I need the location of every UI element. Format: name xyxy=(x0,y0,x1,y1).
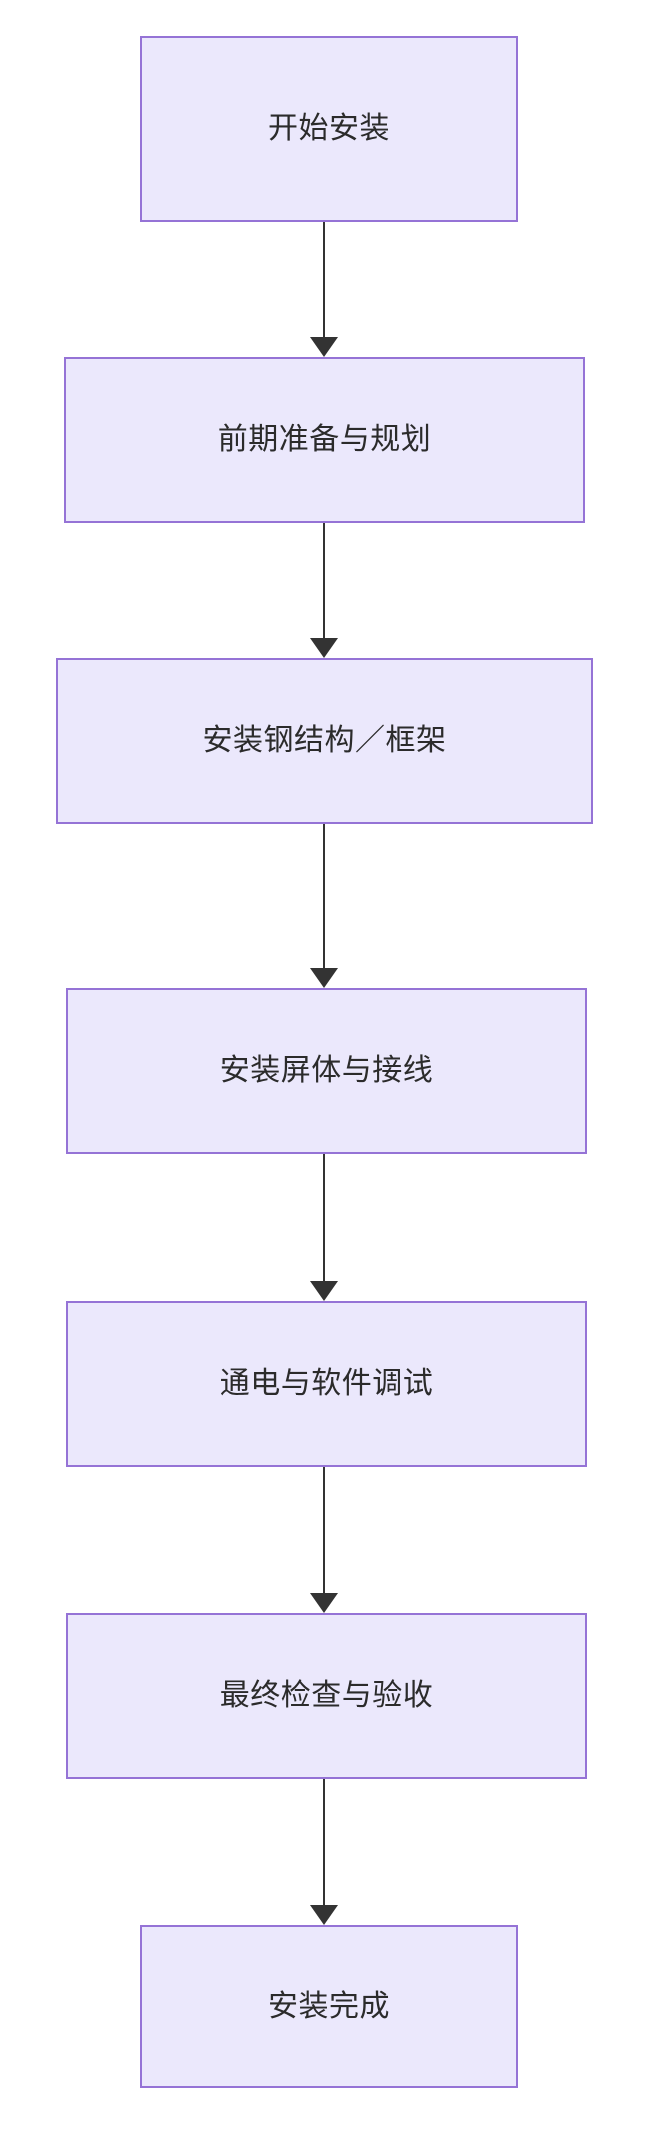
edge-line xyxy=(323,1154,325,1283)
edge-line xyxy=(323,1467,325,1595)
flow-edge-n5-n6 xyxy=(308,1467,340,1613)
flow-node-preparation-planning[interactable]: 前期准备与规划 xyxy=(64,357,585,523)
arrowhead-icon xyxy=(310,1593,338,1613)
arrowhead-icon xyxy=(310,638,338,658)
flow-node-steel-structure-frame[interactable]: 安装钢结构／框架 xyxy=(56,658,593,824)
flow-node-final-inspection-acceptance[interactable]: 最终检查与验收 xyxy=(66,1613,587,1779)
flow-edge-n6-n7 xyxy=(308,1779,340,1925)
flow-node-label: 前期准备与规划 xyxy=(217,423,432,457)
flow-node-label: 通电与软件调试 xyxy=(219,1367,434,1401)
flow-node-install-complete[interactable]: 安装完成 xyxy=(140,1925,518,2088)
flow-edge-n4-n5 xyxy=(308,1154,340,1301)
arrowhead-icon xyxy=(310,337,338,357)
arrowhead-icon xyxy=(310,1281,338,1301)
flow-node-power-software-debug[interactable]: 通电与软件调试 xyxy=(66,1301,587,1467)
flow-edge-n2-n3 xyxy=(308,523,340,658)
edge-line xyxy=(323,824,325,970)
flow-node-start-install[interactable]: 开始安装 xyxy=(140,36,518,222)
flow-node-label: 安装屏体与接线 xyxy=(219,1054,434,1088)
flow-node-label: 安装钢结构／框架 xyxy=(202,724,447,758)
arrowhead-icon xyxy=(310,968,338,988)
edge-line xyxy=(323,222,325,339)
flow-node-label: 最终检查与验收 xyxy=(219,1679,434,1713)
flow-edge-n1-n2 xyxy=(308,222,340,357)
flow-node-label: 开始安装 xyxy=(268,112,390,146)
edge-line xyxy=(323,523,325,640)
flow-node-screen-wiring[interactable]: 安装屏体与接线 xyxy=(66,988,587,1154)
flow-edge-n3-n4 xyxy=(308,824,340,988)
edge-line xyxy=(323,1779,325,1907)
arrowhead-icon xyxy=(310,1905,338,1925)
flow-node-label: 安装完成 xyxy=(268,1989,390,2023)
